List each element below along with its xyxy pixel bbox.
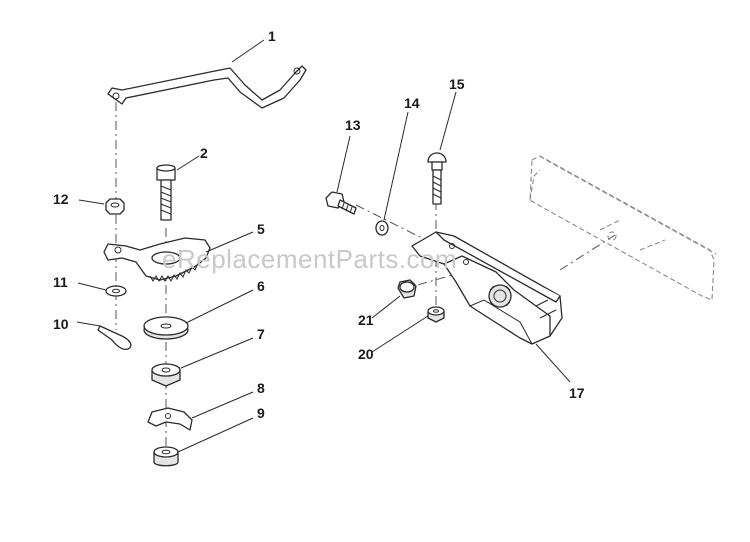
callout-15: 15	[449, 76, 465, 92]
callout-13: 13	[345, 117, 361, 133]
small-washer	[105, 285, 127, 297]
callout-14: 14	[404, 95, 420, 111]
callout-1: 1	[268, 28, 276, 44]
callout-7: 7	[257, 326, 265, 342]
callout-labels: 1 2 12 5 11 6 10 7 8 9 13 14 15 21 20 17	[53, 28, 585, 421]
callout-6: 6	[257, 278, 265, 294]
callout-11: 11	[53, 274, 68, 290]
hex-nut-lower	[427, 306, 445, 323]
callout-17: 17	[569, 385, 585, 401]
callout-9: 9	[257, 405, 265, 421]
frame-outline	[529, 155, 717, 301]
sector-plate	[103, 237, 211, 283]
callout-12: 12	[53, 191, 69, 207]
flange-nut	[397, 279, 417, 299]
carriage-bolt	[427, 152, 447, 205]
cap-screw	[325, 191, 357, 215]
spacer	[153, 446, 179, 467]
hex-nut	[151, 363, 181, 387]
flat-washer	[143, 316, 189, 340]
hex-bolt	[156, 164, 176, 221]
pivot-bracket	[411, 231, 563, 345]
callout-20: 20	[358, 346, 374, 362]
callout-10: 10	[53, 316, 69, 332]
callout-2: 2	[200, 145, 208, 161]
lock-nut	[105, 198, 125, 215]
watermark-text: eReplacementParts.com	[162, 244, 457, 274]
callout-21: 21	[358, 312, 374, 328]
callout-8: 8	[257, 380, 265, 396]
control-rod	[107, 65, 307, 109]
callout-5: 5	[257, 221, 265, 237]
cotter-pin	[97, 325, 132, 351]
lock-washer	[375, 220, 389, 236]
leader-lines	[76, 39, 571, 453]
clip-bracket	[147, 407, 193, 431]
